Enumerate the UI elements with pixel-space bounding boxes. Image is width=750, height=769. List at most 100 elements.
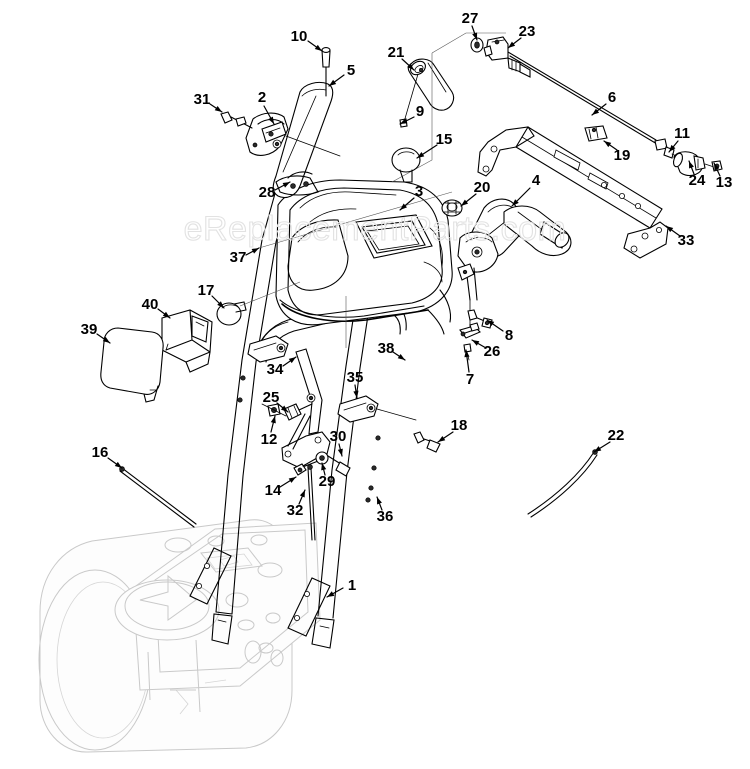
callout-arrow-27	[472, 32, 478, 40]
callout-label-34: 34	[267, 361, 284, 378]
callout-6: 6	[591, 89, 616, 116]
callout-arrow-16	[114, 461, 122, 468]
callout-arrow-26	[472, 340, 480, 346]
bracket-part-26	[459, 322, 481, 339]
trigger-part-35	[337, 395, 417, 423]
callout-21: 21	[388, 44, 415, 71]
callout-arrow-38	[397, 353, 405, 360]
callout-38: 38	[378, 340, 406, 361]
knob-part-15	[391, 147, 421, 183]
callout-2: 2	[258, 89, 275, 125]
callout-label-36: 36	[377, 508, 394, 525]
callout-arrow-14	[288, 477, 296, 483]
callout-label-28: 28	[259, 184, 276, 201]
callout-label-3: 3	[415, 183, 423, 200]
callout-label-19: 19	[614, 147, 631, 164]
callout-label-14: 14	[265, 482, 282, 499]
handle-upper-right-part-4	[457, 198, 572, 331]
callout-12: 12	[261, 415, 277, 448]
callout-label-18: 18	[451, 417, 468, 434]
clip-part-19	[584, 125, 608, 142]
callout-29: 29	[319, 462, 336, 490]
bushing-part-24	[672, 151, 706, 177]
callout-35: 35	[347, 369, 363, 399]
callout-11: 11	[668, 125, 690, 153]
callout-33: 33	[665, 225, 694, 249]
callout-30: 30	[330, 428, 347, 457]
callout-5: 5	[328, 62, 355, 87]
callout-arrow-5	[329, 79, 337, 86]
rod-part-22	[527, 449, 598, 518]
callout-arrow-29	[321, 463, 327, 471]
callout-7: 7	[464, 349, 474, 388]
watermark: eReplacementParts.com	[184, 210, 567, 248]
callout-arrow-18	[438, 435, 446, 442]
callout-arrow-40	[162, 311, 170, 318]
callout-17: 17	[198, 282, 225, 309]
callout-arrow-31	[214, 105, 222, 112]
callout-arrow-11	[669, 144, 676, 152]
nut-part-13	[704, 160, 723, 172]
callout-label-32: 32	[287, 502, 304, 519]
callout-label-17: 17	[198, 282, 215, 299]
control-rod-part-6	[391, 32, 658, 183]
guide-line-part-37	[258, 191, 453, 348]
callout-arrow-15	[417, 152, 425, 158]
callout-14: 14	[265, 476, 297, 499]
callout-label-38: 38	[378, 340, 395, 357]
handle-upper-left-part-5	[272, 81, 334, 199]
callout-layer: 1234567891011121314151617181920212223242…	[81, 10, 733, 598]
callout-37: 37	[230, 247, 260, 266]
callout-label-24: 24	[689, 172, 706, 189]
trigger-upper-part-35b	[247, 335, 289, 363]
callout-label-5: 5	[347, 62, 355, 79]
callout-24: 24	[688, 160, 706, 189]
callout-arrow-35	[353, 390, 359, 398]
callout-label-8: 8	[505, 327, 513, 344]
callout-label-21: 21	[388, 44, 405, 61]
callout-label-37: 37	[230, 249, 247, 266]
tube-detail-pins	[237, 375, 381, 503]
callout-arrow-1	[327, 591, 335, 597]
callout-label-23: 23	[519, 23, 536, 40]
fastener-part-10	[321, 47, 331, 97]
callout-label-9: 9	[416, 103, 424, 120]
callout-39: 39	[81, 321, 111, 344]
control-lever-part-2	[220, 111, 341, 157]
fastener-part-30	[327, 455, 351, 477]
callout-8: 8	[486, 319, 513, 344]
callout-40: 40	[142, 296, 171, 319]
callout-label-4: 4	[532, 172, 541, 189]
knob-part-20	[441, 199, 463, 217]
fastener-part-8	[467, 309, 493, 329]
callout-27: 27	[462, 10, 478, 41]
callout-arrow-37	[251, 248, 259, 254]
callout-label-16: 16	[92, 444, 109, 461]
callout-arrow-33	[666, 226, 674, 233]
callout-arrow-2	[268, 116, 274, 124]
fastener-part-18	[413, 431, 441, 453]
callout-arrow-3	[400, 203, 408, 210]
callout-arrow-19	[604, 141, 612, 148]
callout-label-29: 29	[319, 473, 336, 490]
callout-19: 19	[603, 140, 631, 164]
callout-arrow-22	[594, 446, 602, 452]
console-cover-part-3	[275, 179, 453, 335]
grip-part-21	[399, 58, 455, 128]
callout-label-22: 22	[608, 427, 625, 444]
callout-label-20: 20	[474, 179, 491, 196]
callout-20: 20	[460, 179, 491, 207]
callout-arrow-32	[299, 490, 305, 498]
callout-label-15: 15	[436, 131, 453, 148]
callout-label-26: 26	[484, 343, 501, 360]
callout-label-13: 13	[716, 174, 733, 191]
callout-label-10: 10	[291, 28, 308, 45]
callout-label-30: 30	[330, 428, 347, 445]
callout-18: 18	[437, 417, 468, 443]
callout-31: 31	[194, 91, 223, 113]
callout-10: 10	[291, 28, 323, 52]
callout-arrow-4	[512, 199, 519, 206]
callout-label-2: 2	[258, 89, 266, 106]
